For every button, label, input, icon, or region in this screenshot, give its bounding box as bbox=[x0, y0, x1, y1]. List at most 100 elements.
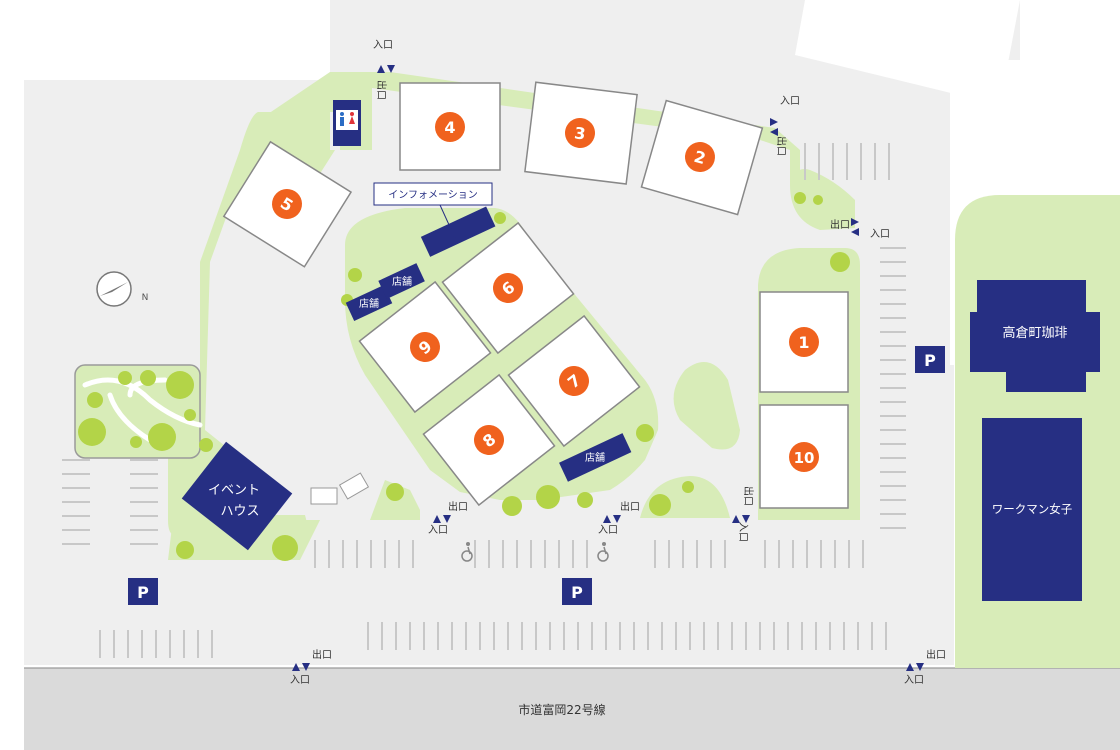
compass-needle bbox=[100, 282, 128, 296]
workman-label: ワークマン女子 bbox=[992, 502, 1073, 516]
entrance-label: 入口 bbox=[428, 525, 448, 536]
store-3-number: 3 bbox=[573, 123, 586, 143]
store-4-badge bbox=[435, 112, 465, 142]
cafe-building[interactable]: 高倉町珈琲 bbox=[970, 280, 1100, 392]
green-east-oval bbox=[673, 362, 740, 450]
compass-letter: N bbox=[142, 293, 149, 303]
shop-kiosk-1[interactable] bbox=[345, 285, 393, 321]
arrow-up bbox=[732, 515, 740, 523]
shed-2 bbox=[338, 472, 370, 500]
tree bbox=[118, 371, 132, 385]
entrance-label: 入口 bbox=[904, 675, 924, 686]
parking-sign-west[interactable]: P bbox=[128, 578, 158, 605]
restroom-sign bbox=[336, 110, 358, 130]
tree bbox=[78, 418, 106, 446]
entrance-label: 出口 bbox=[926, 648, 946, 661]
wheelchair-1-back bbox=[467, 546, 471, 555]
store-8-badge bbox=[474, 425, 504, 455]
tree bbox=[649, 494, 671, 516]
entrance-label: 出口 bbox=[312, 648, 332, 661]
shop-kiosk-1-block bbox=[345, 285, 393, 321]
arrow-left bbox=[770, 128, 778, 136]
store-1-badge bbox=[789, 327, 819, 357]
store-building-2[interactable]: 2 bbox=[640, 99, 764, 216]
green-nw-corner bbox=[790, 169, 855, 215]
tree bbox=[140, 370, 156, 386]
store-building-5[interactable]: 5 bbox=[222, 140, 353, 268]
store-building-8[interactable]: 8 bbox=[422, 373, 556, 507]
store-5-badge bbox=[272, 189, 302, 219]
restroom-icon[interactable] bbox=[333, 100, 361, 146]
shop-kiosk-3[interactable] bbox=[559, 433, 632, 482]
shop-kiosk-2-label: 店舗 bbox=[392, 275, 412, 288]
information-label-box bbox=[373, 182, 493, 206]
arrow-up bbox=[433, 515, 441, 523]
tree bbox=[636, 424, 654, 442]
parking-sign-west-bg bbox=[128, 578, 158, 605]
parking-sign-center[interactable]: P bbox=[562, 578, 592, 605]
shed-1 bbox=[310, 487, 338, 505]
tree bbox=[682, 481, 694, 493]
store-3-badge bbox=[565, 118, 595, 148]
workman-building[interactable]: ワークマン女子 bbox=[982, 418, 1082, 601]
workman-block bbox=[982, 418, 1082, 601]
tree bbox=[87, 392, 103, 408]
store-building-4[interactable]: 4 bbox=[399, 82, 501, 171]
event-house-building[interactable] bbox=[181, 441, 293, 551]
entrance-label: 出口 bbox=[775, 136, 788, 156]
tree bbox=[148, 423, 176, 451]
tree bbox=[494, 212, 506, 224]
event-house-block bbox=[181, 441, 293, 551]
tree bbox=[130, 436, 142, 448]
wheelchair-icon bbox=[597, 542, 609, 562]
entrance-label: 入口 bbox=[737, 522, 748, 542]
wheelchair-2-wheel bbox=[597, 550, 609, 562]
tree bbox=[348, 268, 362, 282]
parking-sign-east[interactable]: P bbox=[915, 346, 945, 373]
wheelchair-1-head bbox=[466, 542, 470, 546]
tree bbox=[577, 492, 593, 508]
road-band bbox=[24, 668, 1120, 750]
restroom-woman-head bbox=[350, 112, 354, 116]
entrance-label: 入口 bbox=[373, 40, 393, 51]
cafe-block bbox=[970, 280, 1100, 392]
entrance-label: 入口 bbox=[598, 525, 618, 536]
store-building-10[interactable]: 10 bbox=[759, 404, 849, 509]
entrance-label: 出口 bbox=[830, 218, 850, 231]
store-9-badge bbox=[410, 332, 440, 362]
road-name-label: 市道富岡22号線 bbox=[518, 702, 605, 717]
wheelchair-2-head bbox=[602, 542, 606, 546]
store-10-badge bbox=[789, 442, 819, 472]
entrance-label: 入口 bbox=[870, 229, 890, 240]
tree bbox=[794, 192, 806, 204]
tree-group bbox=[78, 192, 850, 561]
arrow-down bbox=[443, 515, 451, 523]
store-building-9[interactable]: 9 bbox=[358, 280, 492, 414]
cafe-label: 高倉町珈琲 bbox=[1002, 325, 1067, 341]
arrow-down bbox=[742, 515, 750, 523]
shop-kiosk-2[interactable] bbox=[378, 263, 425, 300]
shop-kiosk-3-label: 店舗 bbox=[585, 451, 605, 464]
tree bbox=[272, 535, 298, 561]
wheelchair-1-wheel bbox=[461, 550, 473, 562]
entrance-label: 出口 bbox=[375, 80, 388, 100]
store-building-6[interactable]: 6 bbox=[441, 221, 575, 355]
information-building[interactable] bbox=[420, 206, 496, 257]
store-building-3[interactable]: 3 bbox=[524, 81, 638, 185]
arrow-down bbox=[613, 515, 621, 523]
store-2-badge bbox=[685, 142, 715, 172]
parking-sign-center-label: P bbox=[571, 583, 583, 602]
store-building-1[interactable]: 1 bbox=[759, 291, 849, 393]
store-building-7[interactable]: 7 bbox=[507, 314, 641, 448]
arrow-right bbox=[851, 218, 859, 226]
arrow-up bbox=[906, 663, 914, 671]
